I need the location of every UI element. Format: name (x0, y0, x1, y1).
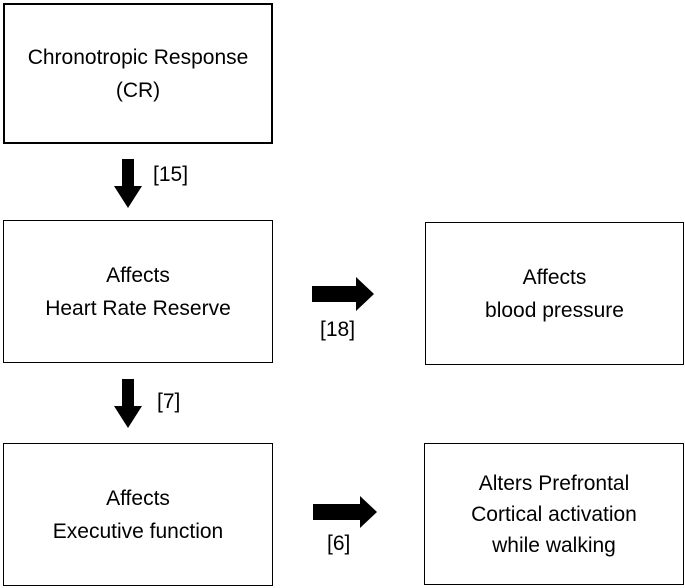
right-arrow-icon (312, 277, 374, 311)
box-text: Affects blood pressure (485, 261, 624, 327)
box-text-line: (CR) (115, 78, 161, 102)
box-text-line: Chronotropic Response (27, 45, 249, 69)
box-text: Affects Executive function (53, 482, 223, 548)
box-text: Alters Prefrontal Cortical activation wh… (471, 468, 637, 561)
box-chronotropic-response: Chronotropic Response (CR) (3, 3, 273, 144)
box-prefrontal-cortical: Alters Prefrontal Cortical activation wh… (424, 443, 684, 585)
box-text: Affects Heart Rate Reserve (45, 259, 231, 325)
down-arrow-icon (114, 379, 142, 428)
box-text-line: Affects (106, 263, 170, 287)
box-text-line: Affects (106, 486, 170, 510)
down-arrow-icon (114, 159, 142, 208)
box-text-line: Alters Prefrontal (478, 471, 630, 495)
box-heart-rate-reserve: Affects Heart Rate Reserve (3, 220, 273, 363)
box-executive-function: Affects Executive function (3, 443, 273, 586)
right-arrow-shape (312, 277, 374, 311)
arrow-citation-label: [7] (157, 390, 181, 413)
box-blood-pressure: Affects blood pressure (425, 222, 684, 365)
arrow-citation-label: [6] (327, 532, 351, 555)
box-text-line: Cortical activation (471, 502, 637, 526)
arrow-citation-label: [15] (153, 163, 189, 186)
box-text: Chronotropic Response (CR) (28, 41, 249, 107)
down-arrow-shape (114, 159, 142, 208)
down-arrow-shape (114, 379, 142, 428)
right-arrow-icon (313, 496, 377, 528)
box-text-line: while walking (492, 533, 616, 557)
right-arrow-shape (313, 496, 377, 528)
box-text-line: blood pressure (485, 298, 624, 322)
box-text-line: Affects (522, 265, 587, 289)
box-text-line: Executive function (52, 519, 224, 543)
arrow-citation-label: [18] (320, 318, 356, 341)
box-text-line: Heart Rate Reserve (45, 296, 231, 320)
